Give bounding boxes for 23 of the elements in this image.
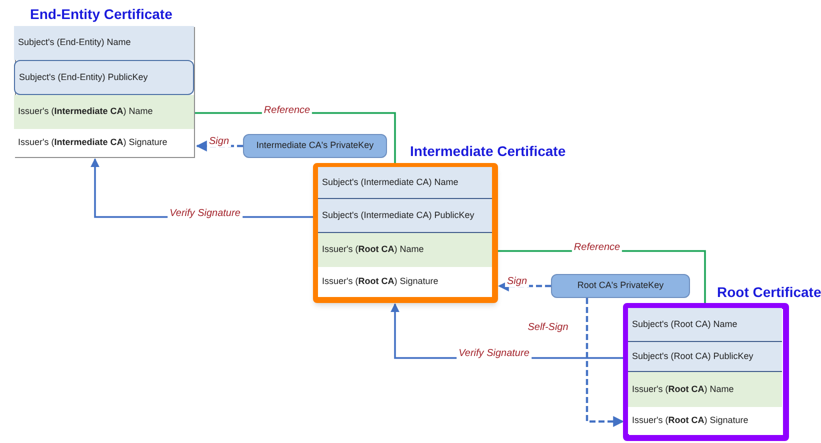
name-field: Subject's (Intermediate CA) Name — [318, 167, 492, 199]
edge-label: Reference — [262, 106, 312, 116]
issuer-name-field: Issuer's (Intermediate CA) Name — [14, 95, 194, 129]
issuer-name-field: Issuer's (Root CA) Name — [318, 233, 492, 267]
signature-field: Issuer's (Root CA) Signature — [318, 267, 492, 297]
public-key-field: Subject's (Root CA) PublicKey — [628, 342, 782, 372]
name-field: Subject's (Root CA) Name — [628, 308, 782, 342]
name-field: Subject's (End-Entity) Name — [14, 26, 194, 60]
edge-label: Sign — [505, 277, 529, 287]
public-key-field: Subject's (End-Entity) PublicKey — [14, 60, 194, 95]
certificate-title: End-Entity Certificate — [30, 5, 172, 24]
edge-label: Verify Signature — [168, 209, 242, 219]
certificate-title: Intermediate Certificate — [410, 142, 566, 161]
private-key-box: Root CA's PrivateKey — [551, 274, 690, 298]
edge-label: Verify Signature — [456, 349, 532, 359]
edge-label: Sign — [207, 137, 231, 147]
dashed-arrow — [586, 298, 624, 427]
certificate-title: Root Certificate — [717, 283, 821, 302]
public-key-field: Subject's (Intermediate CA) PublicKey — [318, 199, 492, 233]
private-key-box: Intermediate CA's PrivateKey — [243, 134, 387, 158]
issuer-name-field: Issuer's (Root CA) Name — [628, 372, 782, 407]
edge-label: Reference — [572, 243, 622, 253]
edge-label: Self-Sign — [526, 323, 570, 333]
